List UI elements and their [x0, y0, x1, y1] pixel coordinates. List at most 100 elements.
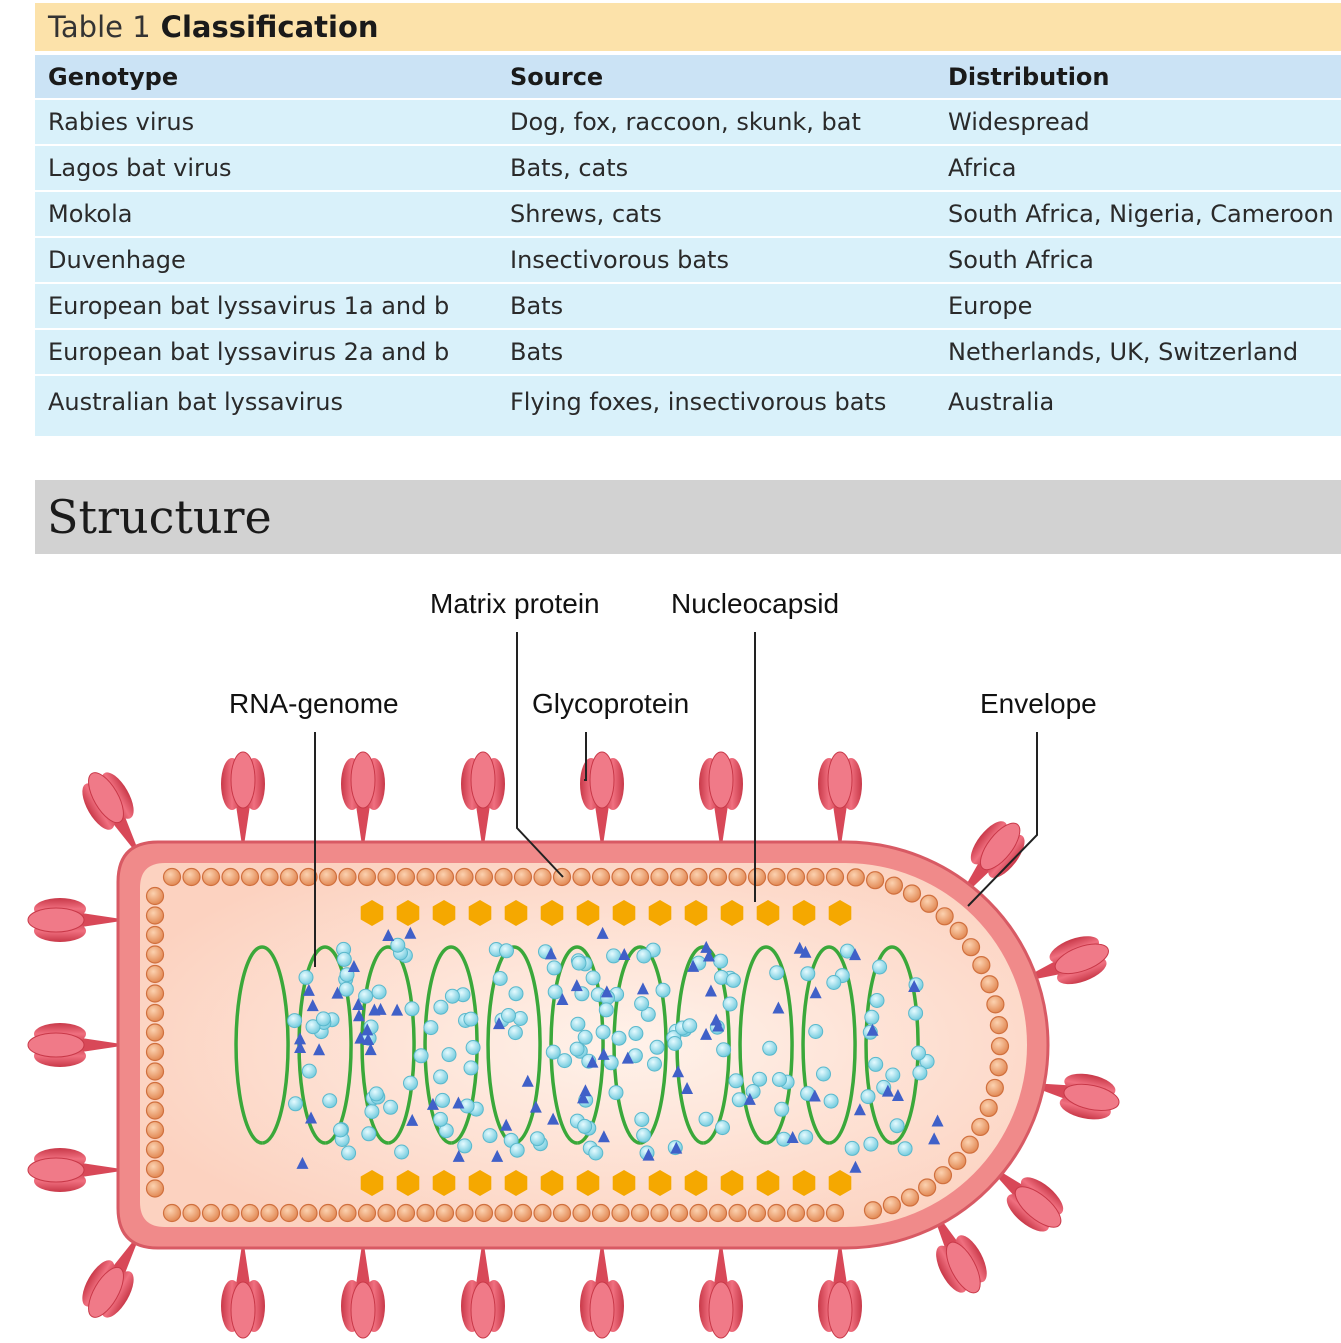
- polymerase: [799, 945, 812, 958]
- nucleoprotein: [571, 955, 587, 971]
- matrix-bead: [474, 867, 494, 887]
- nucleoprotein: [413, 1048, 429, 1064]
- polymerase: [786, 1131, 799, 1144]
- glycoprotein-spike: [27, 1023, 128, 1067]
- matrix-bead: [918, 1178, 937, 1197]
- matrix-bead: [145, 945, 165, 964]
- protein-hexagon: [756, 1170, 780, 1196]
- nucleocapsid-coil: [234, 926, 944, 1173]
- nucleoprotein: [655, 982, 671, 998]
- nucleoprotein: [457, 1138, 473, 1154]
- matrix-bead: [971, 1117, 990, 1137]
- matrix-bead: [455, 1203, 474, 1223]
- label-nucleocapsid: Nucleocapsid: [671, 588, 839, 619]
- matrix-bead: [979, 1098, 998, 1118]
- nucleoprotein: [404, 1001, 420, 1017]
- nucleoprotein: [557, 1053, 573, 1069]
- matrix-bead: [533, 867, 552, 887]
- nucleoprotein: [507, 1025, 523, 1041]
- nucleoprotein: [463, 1060, 479, 1076]
- nucleoprotein: [508, 986, 524, 1002]
- polymerase: [596, 926, 609, 939]
- matrix-bead: [260, 1203, 279, 1223]
- matrix-bead: [900, 1188, 920, 1207]
- nucleoprotein: [863, 1136, 879, 1152]
- polymerase: [544, 947, 557, 960]
- nucleoprotein: [577, 1029, 593, 1045]
- matrix-bead: [611, 1203, 630, 1223]
- nucleoprotein: [774, 1101, 790, 1117]
- glycoprotein-spike: [341, 751, 385, 852]
- glycoprotein-spike: [221, 751, 265, 852]
- label-leaders: [314, 632, 1038, 967]
- polymerase: [793, 941, 806, 954]
- nucleoprotein: [869, 993, 885, 1008]
- protein-hexagon: [720, 900, 744, 926]
- matrix-bead: [240, 1203, 260, 1223]
- polymerase: [672, 1065, 685, 1078]
- matrix-bead: [728, 867, 747, 887]
- polymerase: [426, 1097, 439, 1110]
- nucleoprotein: [547, 984, 563, 1000]
- protein-hexagon: [720, 1170, 744, 1196]
- matrix-bead: [279, 867, 299, 887]
- matrix-bead: [162, 1203, 182, 1223]
- nucleoprotein: [305, 1019, 321, 1035]
- matrix-bead: [494, 1203, 513, 1223]
- matrix-bead: [747, 867, 767, 887]
- protein-hexagon: [504, 1170, 528, 1196]
- polymerase: [547, 1112, 560, 1125]
- glycoprotein-spike: [461, 1238, 505, 1339]
- nucleoprotein: [716, 1042, 732, 1058]
- matrix-bead: [435, 867, 455, 887]
- matrix-bead: [949, 921, 968, 940]
- nucleoprotein: [844, 1140, 860, 1156]
- matrix-bead: [650, 1203, 669, 1223]
- matrix-bead: [980, 975, 999, 994]
- matrix-bead: [435, 1203, 455, 1223]
- matrix-bead: [985, 1078, 1004, 1098]
- nucleoprotein: [301, 1063, 317, 1079]
- matrix-bead: [145, 1081, 165, 1101]
- matrix-bead: [377, 867, 396, 887]
- cell-genotype: European bat lyssavirus 2a and b: [35, 329, 497, 376]
- protein-hexagon: [792, 900, 816, 926]
- polymerase: [928, 1132, 941, 1145]
- matrix-bead: [162, 867, 182, 887]
- matrix-bead: [221, 867, 240, 887]
- nucleoprotein: [435, 1092, 450, 1108]
- protein-hexagon: [576, 900, 600, 926]
- matrix-bead: [299, 1203, 318, 1223]
- nucleoprotein: [444, 988, 460, 1004]
- matrix-bead: [299, 867, 318, 887]
- table-row: European bat lyssavirus 2a and b Bats Ne…: [35, 329, 1341, 376]
- matrix-bead: [825, 867, 845, 887]
- matrix-bead: [145, 984, 165, 1003]
- protein-hexagon: [756, 900, 780, 926]
- nucleoprotein: [492, 971, 508, 986]
- matrix-bead: [513, 1203, 533, 1223]
- protein-hexagon: [612, 1170, 636, 1196]
- matrix-bead: [145, 1101, 165, 1120]
- label-envelope: Envelope: [980, 688, 1097, 719]
- protein-hexagon: [396, 1170, 420, 1196]
- matrix-bead: [767, 1203, 786, 1223]
- cell-distribution: Africa: [935, 145, 1341, 192]
- polymerase: [354, 1031, 367, 1044]
- virus-structure-diagram: Matrix protein Nucleocapsid RNA-genome G…: [27, 588, 1120, 1339]
- matrix-bead: [935, 907, 954, 926]
- matrix-bead: [972, 955, 991, 975]
- protein-hexagon: [648, 1170, 672, 1196]
- nucleoprotein: [864, 1009, 880, 1025]
- cell-genotype: Lagos bat virus: [35, 145, 497, 192]
- polymerase: [352, 1009, 365, 1022]
- protein-hexagon: [684, 1170, 708, 1196]
- protein-hexagon: [396, 900, 420, 926]
- table-row: Duvenhage Insectivorous bats South Afric…: [35, 237, 1341, 284]
- nucleoprotein: [606, 948, 622, 964]
- protein-hexagon: [468, 1170, 492, 1196]
- polymerase: [529, 1100, 542, 1113]
- matrix-bead: [145, 925, 165, 945]
- nucleoprotein: [682, 1018, 698, 1034]
- nucleoprotein: [868, 1056, 884, 1072]
